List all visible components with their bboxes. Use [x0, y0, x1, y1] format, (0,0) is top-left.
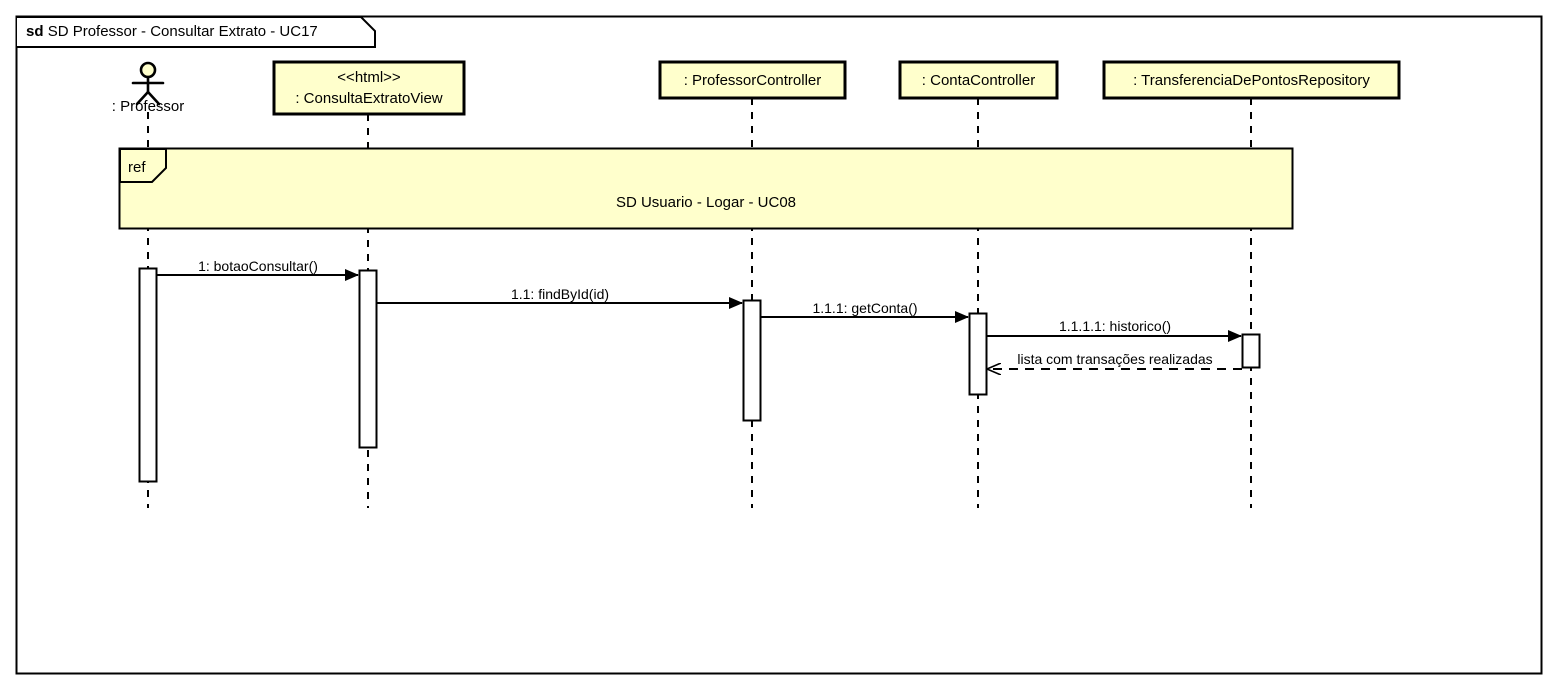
lifeline-box-view	[272, 60, 466, 116]
message-label-1-1-1-1: 1.1.1.1: historico()	[1058, 318, 1172, 334]
frame-title-text: SD Professor - Consultar Extrato - UC17	[47, 23, 318, 40]
activation-contactrl	[968, 312, 988, 396]
fragment-ref-logar	[118, 147, 1294, 230]
message-label-1: 1: botaoConsultar()	[198, 258, 318, 274]
activation-profctrl	[742, 299, 762, 422]
lifeline-label-view: : ConsultaExtratoView	[295, 90, 443, 107]
fragment-operator-label: ref	[128, 159, 146, 176]
actor-figure-professor	[131, 61, 165, 106]
activation-view	[358, 269, 378, 449]
message-label-return: lista com transações realizadas	[1017, 351, 1213, 367]
activation-professor	[138, 267, 158, 483]
frame-keyword: sd	[26, 23, 44, 40]
lifeline-label-professor: : Professor	[111, 98, 185, 115]
fragment-ref-content: SD Usuario - Logar - UC08	[615, 194, 797, 211]
message-label-1-1: 1.1: findById(id)	[510, 286, 610, 302]
lifeline-stereotype-view: <<html>>	[337, 69, 401, 86]
frame-title: sd SD Professor - Consultar Extrato - UC…	[26, 24, 318, 39]
message-label-1-1-1: 1.1.1: getConta()	[812, 300, 918, 316]
messages	[157, 269, 1242, 369]
lifeline-label-contactrl: : ContaController	[921, 72, 1036, 89]
diagram-frame	[15, 15, 1543, 675]
lifeline-box-repository	[1102, 60, 1401, 100]
lifeline-head-boxes	[272, 60, 1401, 116]
lifeline-label-profctrl: : ProfessorController	[683, 72, 822, 89]
activation-bars	[138, 267, 1261, 483]
activation-repository	[1241, 333, 1261, 369]
lifeline-label-repository: : TransferenciaDePontosRepository	[1133, 72, 1370, 89]
